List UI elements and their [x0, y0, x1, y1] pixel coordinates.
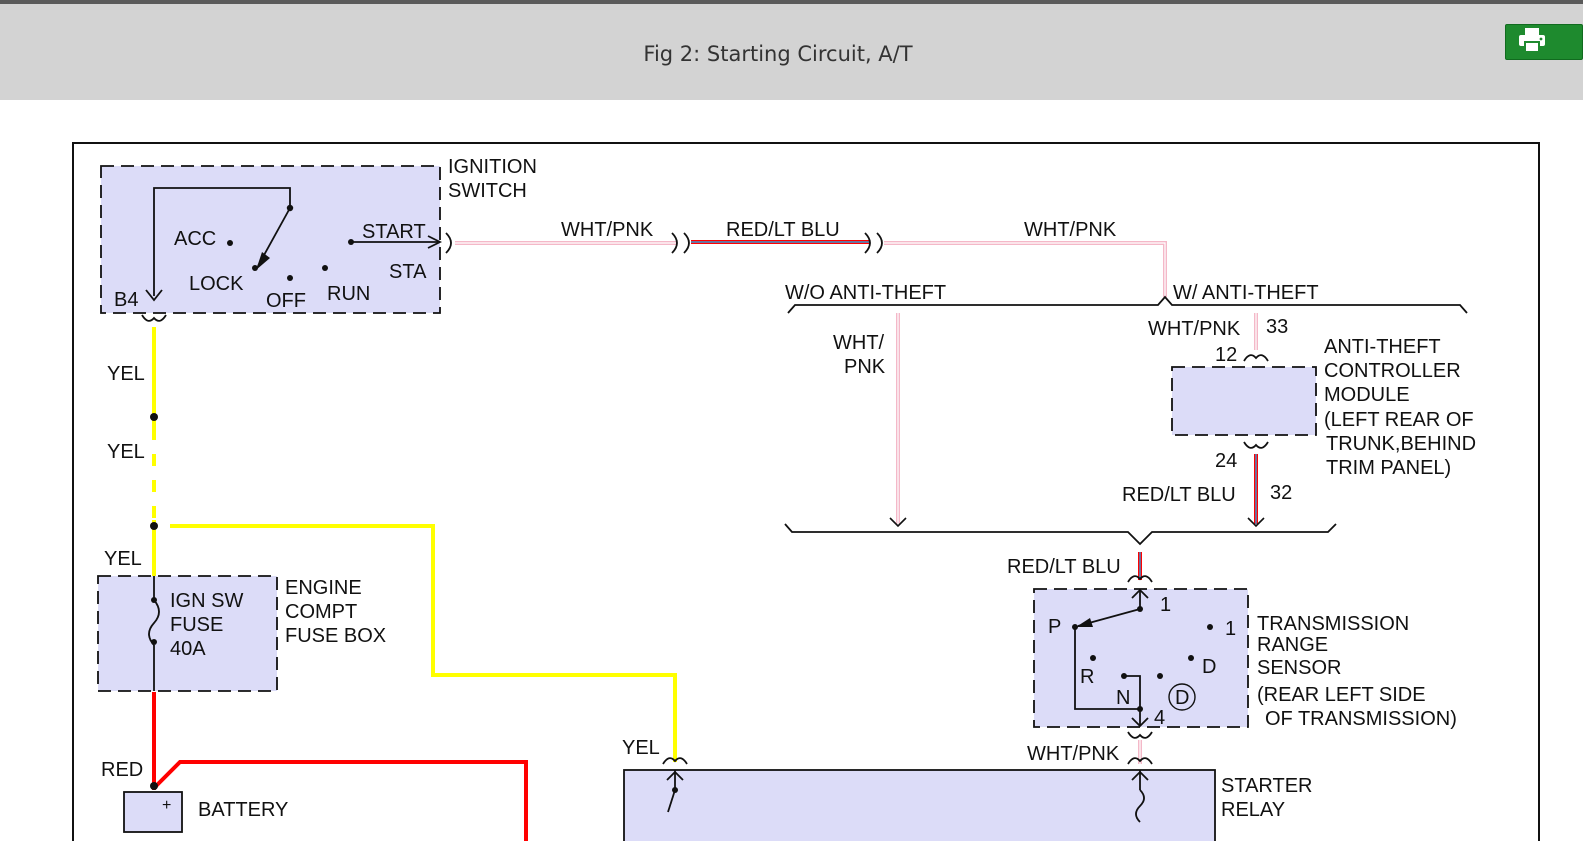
- anti-theft-l4: (LEFT REAR OF: [1324, 409, 1474, 431]
- trs-l4: (REAR LEFT SIDE: [1257, 684, 1426, 706]
- trs-one: 1: [1225, 618, 1236, 640]
- anti-theft-l1: ANTI-THEFT: [1324, 336, 1441, 358]
- fuse-f1: IGN SW: [170, 590, 243, 612]
- splice-dot-2: [150, 522, 158, 530]
- label-yel-3: YEL: [104, 548, 142, 570]
- fuse-box-l3: FUSE BOX: [285, 625, 386, 647]
- wire-yel-branch: [170, 524, 677, 762]
- label-yel-1: YEL: [107, 363, 145, 385]
- anti-theft-l5: TRUNK,BEHIND: [1326, 433, 1476, 455]
- label-red-lt-blu-32: RED/LT BLU: [1122, 484, 1236, 506]
- battery-plus: +: [162, 797, 171, 814]
- trs-p: P: [1048, 616, 1061, 638]
- diagram-frame: [72, 142, 1540, 846]
- fuse-f2: FUSE: [170, 614, 223, 636]
- ignition-title-1: IGNITION: [448, 156, 537, 178]
- relay-l2: RELAY: [1221, 799, 1285, 821]
- ignition-b4: B4: [114, 289, 138, 311]
- starter-relay-box: [623, 769, 1216, 846]
- ignition-run: RUN: [327, 283, 370, 305]
- top-border: [0, 0, 1583, 4]
- print-button[interactable]: [1505, 24, 1583, 60]
- trs-l3: SENSOR: [1257, 657, 1341, 679]
- label-red-lt-blu-trs: RED/LT BLU: [1007, 556, 1121, 578]
- label-pin-33: 33: [1266, 316, 1288, 338]
- ignition-start: START: [362, 221, 426, 243]
- ignition-sta: STA: [389, 261, 427, 283]
- header-bar: Fig 2: Starting Circuit, A/T: [0, 4, 1583, 100]
- label-wht-pnk-1: WHT/PNK: [561, 219, 654, 241]
- printer-icon: [1518, 27, 1546, 58]
- relay-l1: STARTER: [1221, 775, 1313, 797]
- fuse-box: [97, 575, 278, 692]
- label-red: RED: [101, 759, 143, 781]
- anti-theft-l3: MODULE: [1324, 384, 1410, 406]
- splice-dot-1: [150, 413, 158, 421]
- figure-title: Fig 2: Starting Circuit, A/T: [643, 42, 913, 66]
- connector-2: [864, 232, 883, 254]
- anti-theft-module-box: [1171, 366, 1317, 436]
- wire-red-battery: [152, 760, 528, 841]
- label-wht-pnk-2: WHT/PNK: [1024, 219, 1117, 241]
- label-wht-pnk-relay: WHT/PNK: [1027, 743, 1120, 765]
- trs-l1: TRANSMISSION: [1257, 613, 1409, 635]
- label-pin-12: 12: [1215, 344, 1237, 366]
- label-w-anti-theft: W/ ANTI-THEFT: [1173, 282, 1319, 304]
- splice-bar-bottom: [784, 523, 1337, 546]
- anti-theft-l6: TRIM PANEL): [1326, 457, 1451, 479]
- fuse-box-l2: COMPT: [285, 601, 357, 623]
- label-wht-pnk-33: WHT/PNK: [1148, 318, 1241, 340]
- wiring-diagram-svg: IGNITION SWITCH ACC LOCK OFF RUN START S…: [72, 142, 1540, 846]
- label-pnk-a: PNK: [844, 356, 886, 378]
- splice-bar-top: [787, 295, 1468, 314]
- trs-r: R: [1080, 666, 1094, 688]
- fuse-box-l1: ENGINE: [285, 577, 362, 599]
- connector-1: [671, 232, 690, 254]
- label-yel-4: YEL: [622, 737, 660, 759]
- label-pin-32: 32: [1270, 482, 1292, 504]
- anti-theft-l2: CONTROLLER: [1324, 360, 1461, 382]
- ignition-lock: LOCK: [189, 273, 244, 295]
- label-pin-24: 24: [1215, 450, 1237, 472]
- label-yel-2: YEL: [107, 441, 145, 463]
- fuse-symbol: [148, 599, 160, 646]
- trs-box: [1033, 588, 1249, 728]
- wiring-diagram: IGNITION SWITCH ACC LOCK OFF RUN START S…: [0, 100, 1583, 846]
- trs-l2: RANGE: [1257, 634, 1328, 656]
- trs-d-circle: [1168, 683, 1196, 711]
- label-red-lt-blu-1: RED/LT BLU: [726, 219, 840, 241]
- ignition-off: OFF: [266, 290, 306, 312]
- trs-pin-4: 4: [1154, 707, 1165, 729]
- battery-box: [123, 791, 183, 833]
- ignition-acc: ACC: [174, 228, 216, 250]
- battery-label: BATTERY: [198, 799, 288, 821]
- trs-d-circle-label: D: [1175, 687, 1189, 709]
- trs-d: D: [1202, 656, 1216, 678]
- ignition-switch-box: [100, 165, 441, 314]
- fuse-f3: 40A: [170, 638, 206, 660]
- label-wht-a: WHT/: [833, 332, 885, 354]
- trs-l5: OF TRANSMISSION): [1265, 708, 1457, 730]
- trs-n: N: [1116, 687, 1130, 709]
- label-wo-anti-theft: W/O ANTI-THEFT: [785, 282, 946, 304]
- trs-pin-1: 1: [1160, 594, 1171, 616]
- ignition-title-2: SWITCH: [448, 180, 527, 202]
